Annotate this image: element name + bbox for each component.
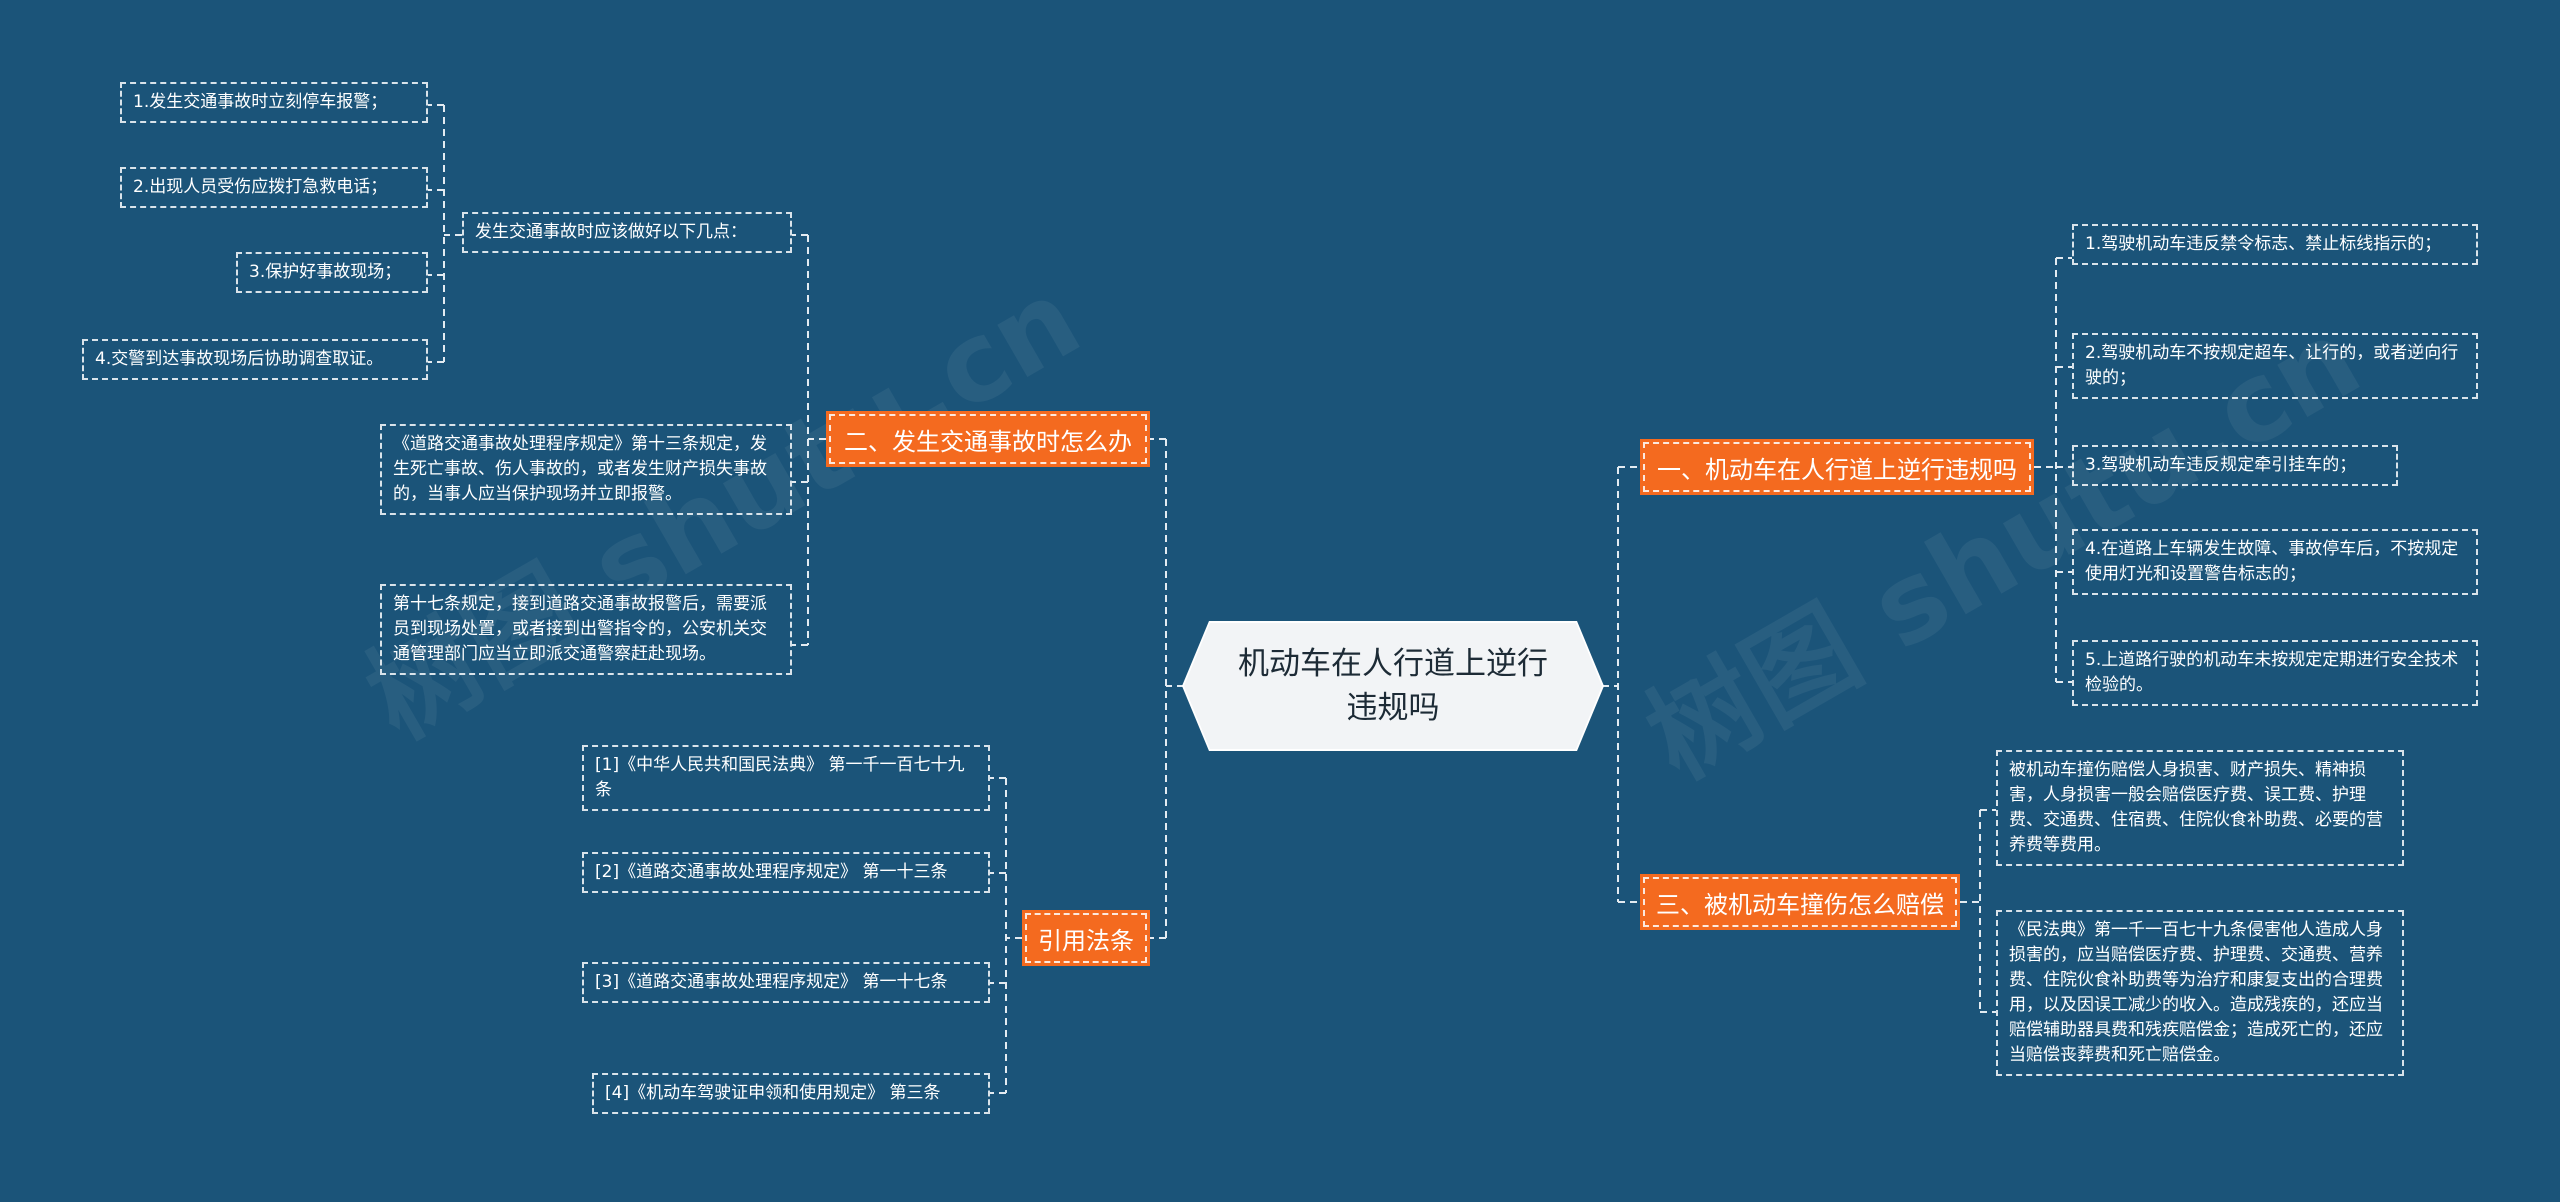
branch-2-node[interactable]: 二、发生交通事故时怎么办 [826, 411, 1150, 467]
connector-b3 [1960, 809, 1996, 1013]
branch-2-item-2[interactable]: 第十七条规定，接到道路交通事故报警后，需要派员到现场处置，或者接到出警指令的，公… [380, 584, 792, 675]
branch-3-item-1[interactable]: 被机动车撞伤赔偿人身损害、财产损失、精神损害，人身损害一般会赔偿医疗费、误工费、… [1996, 750, 2404, 866]
root-node[interactable]: 机动车在人行道上逆行违规吗 [1184, 623, 1602, 749]
connector-b2 [792, 234, 826, 646]
branch-1-item-1[interactable]: 1.驾驶机动车违反禁令标志、禁止标线指示的； [2072, 224, 2478, 265]
branch-4-node[interactable]: 引用法条 [1022, 910, 1150, 966]
connector-b4 [990, 777, 1022, 1094]
connector-b2-sub [428, 104, 462, 363]
branch-3-node[interactable]: 三、被机动车撞伤怎么赔偿 [1640, 874, 1960, 930]
branch-1-item-5[interactable]: 5.上道路行驶的机动车未按规定定期进行安全技术检验的。 [2072, 640, 2478, 706]
connector-root-right [1602, 466, 1640, 903]
branch-2-sub-item-4[interactable]: 4.交警到达事故现场后协助调查取证。 [82, 339, 428, 380]
branch-4-item-4[interactable]: [4]《机动车驾驶证申领和使用规定》 第三条 [592, 1073, 990, 1114]
connector-root-left [1150, 438, 1184, 939]
branch-1-node[interactable]: 一、机动车在人行道上逆行违规吗 [1640, 439, 2034, 495]
branch-2-sub-item-3[interactable]: 3.保护好事故现场； [236, 252, 428, 293]
branch-1-item-4[interactable]: 4.在道路上车辆发生故障、事故停车后，不按规定使用灯光和设置警告标志的； [2072, 529, 2478, 595]
branch-3-item-2[interactable]: 《民法典》第一千一百七十九条侵害他人造成人身损害的，应当赔偿医疗费、护理费、交通… [1996, 910, 2404, 1076]
branch-4-item-1[interactable]: [1]《中华人民共和国民法典》 第一千一百七十九条 [582, 745, 990, 811]
branch-4-item-2[interactable]: [2]《道路交通事故处理程序规定》 第一十三条 [582, 852, 990, 893]
branch-1-item-3[interactable]: 3.驾驶机动车违反规定牵引挂车的； [2072, 445, 2398, 486]
branch-2-subtopic[interactable]: 发生交通事故时应该做好以下几点： [462, 212, 792, 253]
branch-2-item-1[interactable]: 《道路交通事故处理程序规定》第十三条规定，发生死亡事故、伤人事故的，或者发生财产… [380, 424, 792, 515]
branch-1-item-2[interactable]: 2.驾驶机动车不按规定超车、让行的，或者逆向行驶的； [2072, 333, 2478, 399]
branch-2-sub-item-2[interactable]: 2.出现人员受伤应拨打急救电话； [120, 167, 428, 208]
connector-b1 [2034, 257, 2072, 683]
branch-2-sub-item-1[interactable]: 1.发生交通事故时立刻停车报警； [120, 82, 428, 123]
branch-4-item-3[interactable]: [3]《道路交通事故处理程序规定》 第一十七条 [582, 962, 990, 1003]
